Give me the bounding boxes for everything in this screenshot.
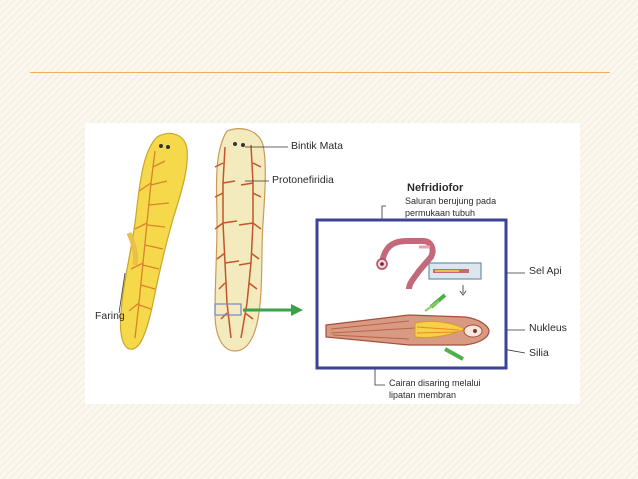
label-nephridiopore: Nefridiofor: [407, 182, 463, 194]
flatworm-excretory-diagram: Bintik Mata Protonefiridia Nefridiofor S…: [85, 123, 580, 404]
label-nucleus: Nukleus: [529, 322, 567, 334]
label-flame-cell: Sel Api: [529, 265, 562, 277]
label-nephridiopore-desc-1: Saluran berujung pada: [405, 196, 496, 207]
label-pharynx: Faring: [95, 310, 125, 322]
right-worm: [215, 129, 265, 351]
diagram-illustration: [85, 123, 580, 404]
left-worm: [121, 133, 188, 349]
title-divider-line: [30, 72, 610, 73]
label-filtration-1: Cairan disaring melalui: [389, 378, 481, 389]
label-protonephridia: Protonefiridia: [272, 174, 334, 186]
label-cilia: Silia: [529, 347, 549, 359]
label-eyespot: Bintik Mata: [291, 140, 343, 152]
label-filtration-2: lipatan membran: [389, 390, 456, 401]
label-nephridiopore-desc-2: permukaan tubuh: [405, 208, 475, 219]
